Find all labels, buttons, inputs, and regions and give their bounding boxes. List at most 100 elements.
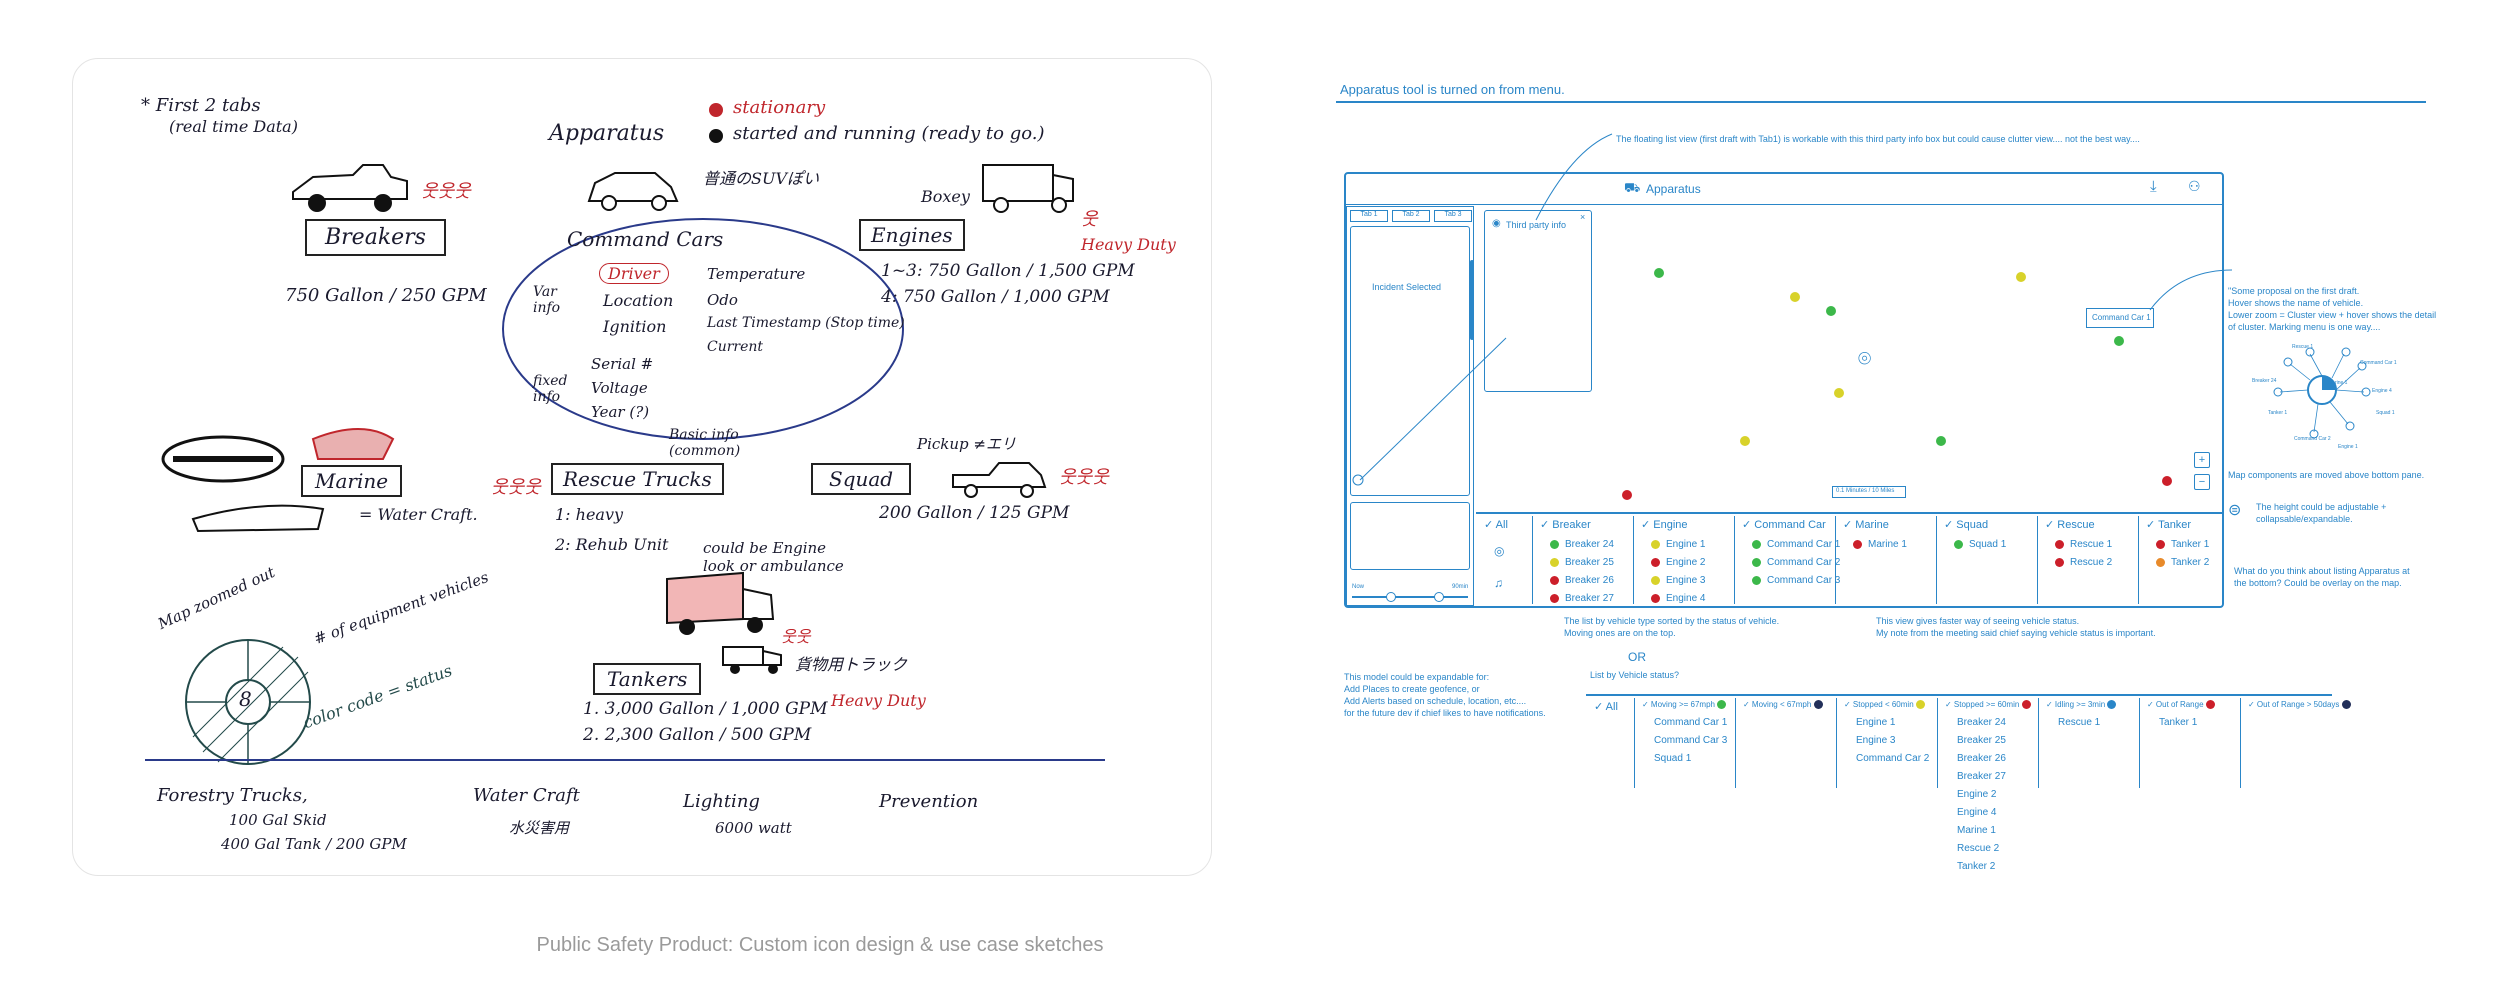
list1-column-header[interactable]: ✓ Command Car <box>1738 516 1840 537</box>
zoom-out-button[interactable]: − <box>2194 474 2210 490</box>
list2-divider <box>1937 698 1938 788</box>
list2-item[interactable]: Breaker 26 <box>1941 751 2037 769</box>
list2-column-header[interactable]: ✓ Stopped < 60min <box>1840 698 1931 715</box>
collapse-icon[interactable]: ⊜ <box>2228 500 2241 520</box>
list1-item[interactable]: Marine 1 <box>1839 537 1907 555</box>
list1-item[interactable]: Squad 1 <box>1940 537 2006 555</box>
list1-item[interactable]: Rescue 2 <box>2041 555 2112 573</box>
running-dot <box>709 129 723 143</box>
forestry-l2: 400 Gal Tank / 200 GPM <box>221 835 407 853</box>
status-dot <box>1651 576 1660 585</box>
list1-item[interactable]: Command Car 2 <box>1738 555 1840 573</box>
var-item-ignition: Ignition <box>603 317 666 336</box>
expand-note-4: for the future dev if chief likes to hav… <box>1344 708 1546 718</box>
list2-item[interactable]: Command Car 1 <box>1638 715 1732 733</box>
list1-column-header[interactable]: ✓ Marine <box>1839 516 1907 537</box>
map-dot[interactable] <box>1790 292 1800 302</box>
list1-item[interactable]: Engine 4 <box>1637 591 1705 609</box>
list1-item[interactable]: Breaker 24 <box>1536 537 1614 555</box>
list1-divider <box>1835 516 1836 604</box>
list1-item[interactable]: Engine 3 <box>1637 573 1705 591</box>
list1-item[interactable]: Engine 1 <box>1637 537 1705 555</box>
map-dot[interactable] <box>1936 436 1946 446</box>
list1-item[interactable]: Rescue 1 <box>2041 537 2112 555</box>
list1-column-header[interactable]: ✓ Tanker <box>2142 516 2209 537</box>
list1-column-header[interactable]: ✓ Rescue <box>2041 516 2112 537</box>
list2-item[interactable]: Tanker 1 <box>2143 715 2221 733</box>
list1-item[interactable]: Tanker 1 <box>2142 537 2209 555</box>
list2-all[interactable]: ✓ All <box>1590 698 1618 719</box>
map-dot[interactable] <box>2162 476 2172 486</box>
expand-note-3: Add Alerts based on schedule, location, … <box>1344 696 1526 706</box>
map-dot[interactable] <box>2114 336 2124 346</box>
list1-note2-1: This view gives faster way of seeing veh… <box>1876 616 2079 626</box>
map-dot[interactable] <box>2016 272 2026 282</box>
list2-item[interactable]: Breaker 27 <box>1941 769 2037 787</box>
list1-column-header[interactable]: ✓ Breaker <box>1536 516 1614 537</box>
list2-item[interactable]: Rescue 2 <box>1941 841 2037 859</box>
forestry-l1: 100 Gal Skid <box>229 811 327 829</box>
list2-item[interactable]: Rescue 1 <box>2042 715 2122 733</box>
list1-column-header[interactable]: ✓ Engine <box>1637 516 1705 537</box>
list2-item[interactable]: Command Car 2 <box>1840 751 1931 769</box>
list2-column[interactable]: ✓ Moving < 67mph <box>1739 698 1829 715</box>
engine-truck-icon <box>979 159 1079 219</box>
list1-item[interactable]: Breaker 27 <box>1536 591 1614 609</box>
list2-divider <box>2038 698 2039 788</box>
list1-item[interactable]: Breaker 25 <box>1536 555 1614 573</box>
list2-item[interactable]: Marine 1 <box>1941 823 2037 841</box>
list1-item[interactable]: Command Car 1 <box>1738 537 1840 555</box>
list2-item[interactable]: Breaker 24 <box>1941 715 2037 733</box>
map-dot[interactable] <box>1834 388 1844 398</box>
list2-column-header[interactable]: ✓ Out of Range <box>2143 698 2221 715</box>
list2-column-header[interactable]: ✓ Idling >= 3min <box>2042 698 2122 715</box>
list2-item[interactable]: Command Car 3 <box>1638 733 1732 751</box>
map-dot[interactable] <box>1740 436 1750 446</box>
time-slider[interactable] <box>1352 596 1468 598</box>
list2-column-header[interactable]: ✓ Out of Range > 50days <box>2244 698 2357 715</box>
list1-item[interactable]: Tanker 2 <box>2142 555 2209 573</box>
tankers-title: Tankers <box>593 663 701 695</box>
list2-column-header[interactable]: ✓ Moving >= 67mph <box>1638 698 1732 715</box>
height-note-1: The height could be adjustable + <box>2256 502 2386 512</box>
slider-knob-left[interactable] <box>1386 592 1396 602</box>
list2-column-header[interactable]: ✓ Stopped >= 60min <box>1941 698 2037 715</box>
scale-label: 0.1 Minutes / 10 Miles <box>1836 488 1894 494</box>
slider-knob-right[interactable] <box>1434 592 1444 602</box>
list2-column[interactable]: ✓ Idling >= 3min Rescue 1 <box>2042 698 2122 733</box>
list2-item[interactable]: Engine 2 <box>1941 787 2037 805</box>
cluster-label-marine1: Marine 1 <box>2328 380 2347 386</box>
tankers-spec1: 1. 3,000 Gallon / 1,000 GPM <box>583 699 828 719</box>
list2-column[interactable]: ✓ Out of Range > 50days <box>2244 698 2357 715</box>
var-item-location: Location <box>603 291 673 310</box>
list1-column-header[interactable]: ✓ Squad <box>1940 516 2006 537</box>
list2-item[interactable]: Engine 4 <box>1941 805 2037 823</box>
list1-item[interactable]: Breaker 26 <box>1536 573 1614 591</box>
list2-item[interactable]: Tanker 2 <box>1941 859 2037 877</box>
list2-column-header[interactable]: ✓ Moving < 67mph <box>1739 698 1829 715</box>
list1-item[interactable]: Engine 2 <box>1637 555 1705 573</box>
list2-item[interactable]: Engine 3 <box>1840 733 1931 751</box>
list1-all[interactable]: ✓ All <box>1480 516 1508 537</box>
map-dot[interactable] <box>1622 490 1632 500</box>
zoom-in-button[interactable]: + <box>2194 452 2210 468</box>
user-icon[interactable]: ⚇ <box>2188 178 2201 195</box>
list2-item[interactable]: Engine 1 <box>1840 715 1931 733</box>
list2-column[interactable]: ✓ Out of Range Tanker 1 <box>2143 698 2221 733</box>
download-icon[interactable]: ⤓ <box>2150 178 2157 195</box>
list1-item[interactable]: Command Car 3 <box>1738 573 1840 591</box>
list2-item[interactable]: Squad 1 <box>1638 751 1732 769</box>
map-dot[interactable] <box>1826 306 1836 316</box>
map-dot[interactable] <box>1654 268 1664 278</box>
list2-item[interactable]: Breaker 25 <box>1941 733 2037 751</box>
